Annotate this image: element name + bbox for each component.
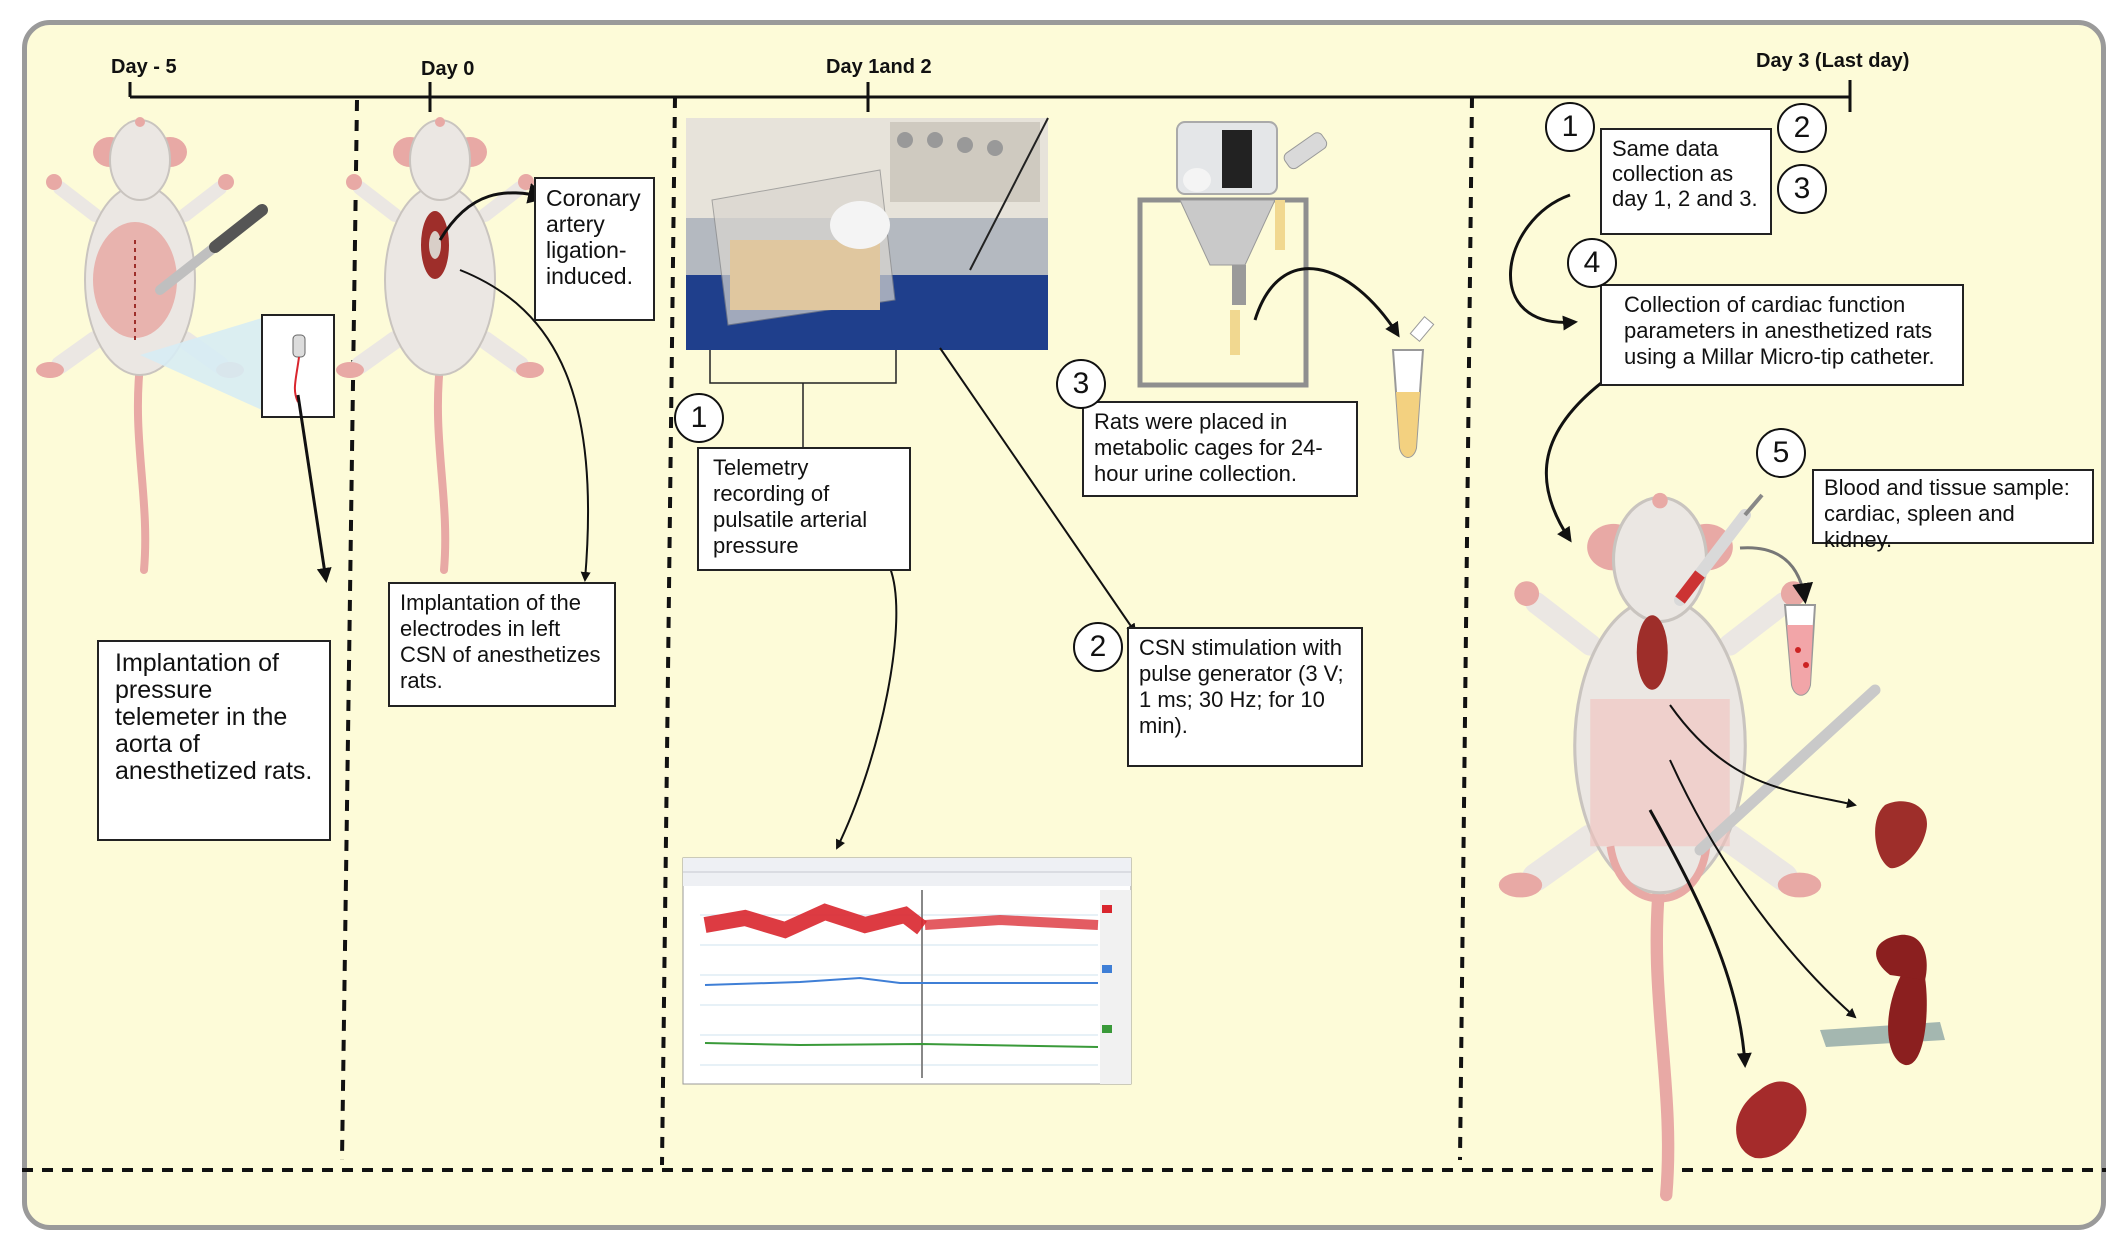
step-number-day3-three: 3 (1777, 164, 1827, 214)
urine-tube-icon (1391, 316, 1435, 458)
heart-organ-icon (1875, 801, 1927, 869)
arrow-heart (1669, 704, 1857, 809)
coronary-ligation-box: Coronary artery ligation-induced. (534, 177, 655, 321)
bracket-telemetry (709, 350, 897, 448)
scalpel-icon (155, 204, 268, 295)
arrow-coronary (438, 183, 550, 241)
arrow-cardiac (1509, 193, 1578, 331)
electrode-implantation-box: Implantation of the electrodes in left C… (388, 582, 616, 707)
section-dividers (22, 96, 2106, 1172)
step-number-day3-two: 2 (1777, 103, 1827, 153)
blood-tube-icon (1783, 604, 1817, 696)
step-number-day3-five: 5 (1756, 428, 1806, 478)
arrow-kidney (1648, 809, 1752, 1068)
metabolic-cage-box: Rats were placed in metabolic cages for … (1082, 401, 1358, 497)
spleen-organ-icon (1820, 934, 1945, 1066)
step-number-day3-one: 1 (1545, 102, 1595, 152)
rat-pressure-implant-illustration (36, 117, 244, 570)
arrow-recording (836, 567, 898, 850)
telemetry-recording-box: Telemetry recording of pulsatile arteria… (697, 447, 911, 571)
step-number-csn: 2 (1073, 622, 1123, 672)
rat-coronary-ligation-illustration (336, 117, 544, 570)
arrow-urine (1253, 267, 1400, 338)
telemetry-cage-photo (686, 117, 1049, 350)
timeline-day-minus-5: Day - 5 (111, 56, 177, 78)
step-number-day3-four: 4 (1567, 238, 1617, 288)
timeline-day-1-and-2: Day 1and 2 (826, 56, 932, 78)
blood-tissue-sample-box: Blood and tissue sample: cardiac, spleen… (1812, 469, 2094, 552)
arrow-spleen (1669, 759, 1857, 1019)
scalpel-sampling-icon (1694, 684, 1881, 856)
metabolic-cage-illustration (1137, 121, 1328, 388)
arrow-csn (939, 347, 1137, 634)
arrow-electrodes (459, 269, 591, 582)
csn-stimulation-box: CSN stimulation with pulse generator (3 … (1127, 627, 1363, 767)
arrow-blood (1739, 546, 1814, 605)
arrow-telemeter (296, 394, 332, 583)
syringe-icon (1674, 493, 1764, 606)
kidney-organ-icon (1736, 1081, 1807, 1159)
step-number-telemetry: 1 (674, 393, 724, 443)
same-data-collection-box: Same data collection as day 1, 2 and 3. (1600, 128, 1772, 235)
recording-software-screenshot (682, 857, 1132, 1085)
pressure-telemeter-box: Implantation of pressure telemeter in th… (97, 640, 331, 841)
arrow-sampling (1544, 378, 1606, 543)
timeline (128, 80, 1852, 112)
timeline-day-0: Day 0 (421, 58, 475, 80)
cardiac-function-box: Collection of cardiac function parameter… (1600, 284, 1964, 386)
step-number-metabolic: 3 (1056, 359, 1106, 409)
timeline-day-3: Day 3 (Last day) (1756, 50, 1910, 72)
